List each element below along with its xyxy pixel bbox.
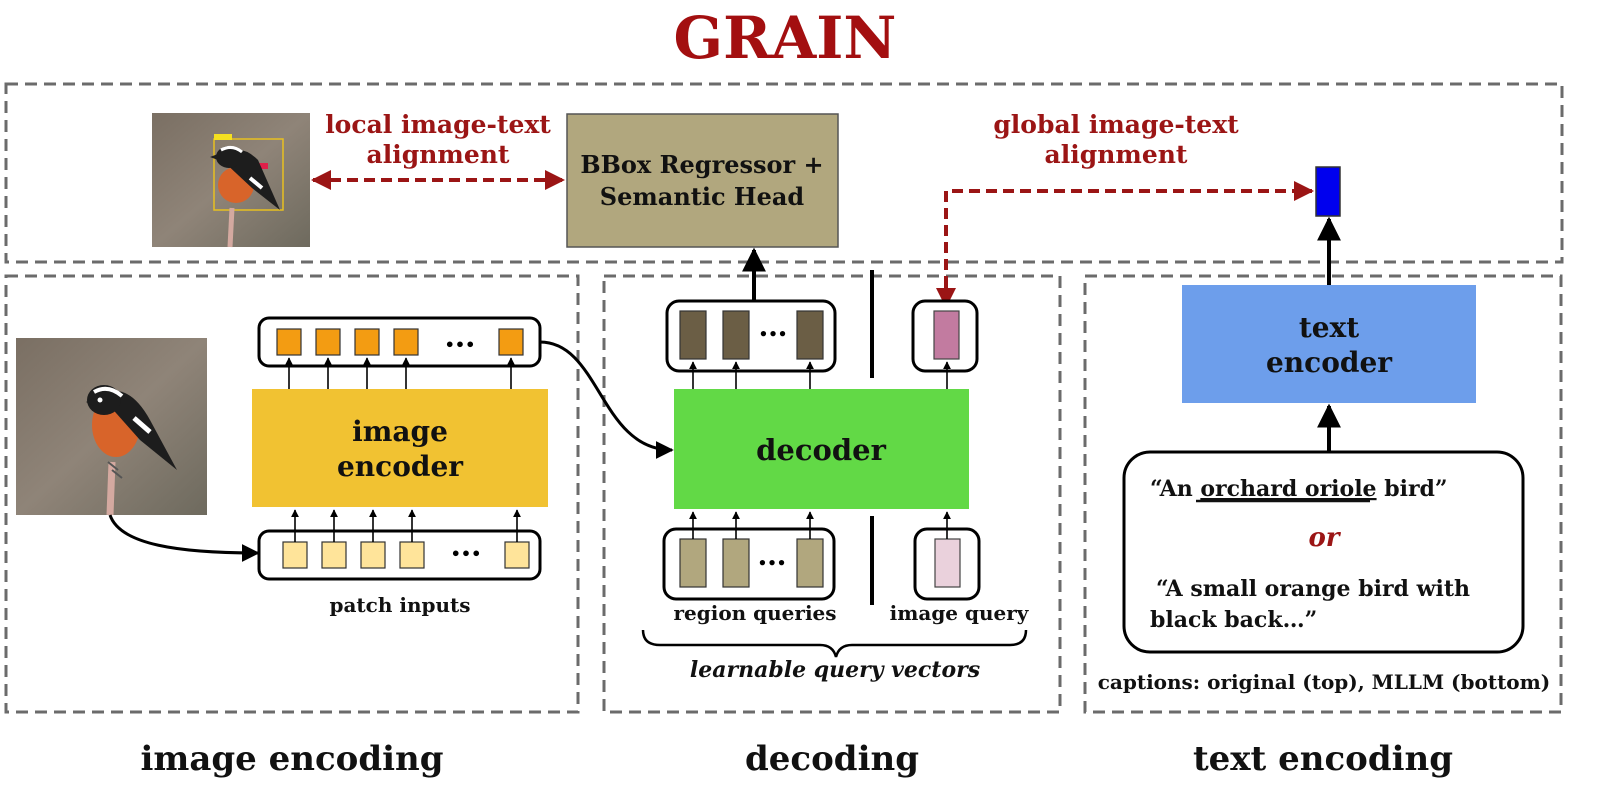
global-alignment-arrow-to-text [944,181,1314,304]
bbox-head-label-line2: Semantic Head [600,182,805,211]
bird-with-boxes-photo [152,113,310,248]
region-query-token [679,538,707,588]
decoding-box [602,274,1062,714]
region-output-token [679,310,707,360]
image-output-token [933,310,960,360]
image-encoding-box [4,274,580,714]
patch-input-token [399,541,425,569]
patch-input-ellipsis: ••• [451,544,482,563]
region-output-container [665,299,837,373]
patch-inputs-label: patch inputs [329,593,470,617]
patch-input-token [321,541,347,569]
patch-output-token [393,328,419,356]
patch-input-token [282,541,308,569]
diagram-title: GRAIN [674,4,897,72]
text-encoding-section-label: text encoding [1193,739,1453,779]
caption-original-prefix: “An [1150,476,1200,502]
image-encoding-section-label: image encoding [140,739,443,779]
image-query-token [934,538,961,588]
photo-to-patches-arrow [108,514,260,562]
global-alignment-label-line2: alignment [1045,140,1188,169]
bird-photo [16,338,207,516]
region-query-token [796,538,824,588]
image-encoder [252,389,548,507]
patch-output-token [315,328,341,356]
patch-input-token [504,541,530,569]
image-encoder-label-line2: encoder [337,450,464,483]
local-alignment-label-line2: alignment [367,140,510,169]
decoding-section-label: decoding [745,739,919,779]
text-encoder-label-line2: encoder [1266,346,1393,379]
patch-output-token [354,328,380,356]
caption-mllm: “A small orange bird with [1156,576,1470,602]
image-encoder-label: image [352,415,448,448]
caption-original: “An orchard oriole bird” [1150,476,1448,502]
patch-input-token [360,541,386,569]
bbox-semantic-head [566,113,839,248]
patch-output-token [276,328,302,356]
captions-note: captions: original (top), MLLM (bottom) [1098,670,1551,694]
caption-mllm-line2: black back…” [1150,607,1317,633]
bbox-head-label: BBox Regressor + [580,150,823,179]
patches-to-decoder-arrow [539,340,674,459]
region-output-token [796,310,824,360]
text-encoder [1182,285,1476,403]
text-encoding-box [1083,274,1563,714]
text-embedding-token [1315,166,1341,217]
decoder-label: decoder [756,433,886,467]
decoder [674,389,969,509]
top-alignment-box [4,82,1564,264]
local-alignment-label: local image-text [325,110,551,139]
caption-or: or [1308,523,1341,553]
caption-original-suffix: bird” [1377,476,1448,502]
region-query-ellipsis: ••• [758,554,787,572]
patch-output-ellipsis: ••• [445,335,476,354]
caption-original-class-name: orchard oriole [1200,476,1376,502]
image-query-label: image query [890,601,1030,625]
region-queries-label: region queries [673,601,836,625]
region-query-token [722,538,750,588]
global-alignment-label: global image-text [993,110,1239,139]
region-output-token [722,310,750,360]
learnable-query-label: learnable query vectors [690,657,980,683]
patch-output-token [498,328,524,356]
region-output-ellipsis: ••• [759,325,788,343]
learnable-query-brace [641,629,1028,658]
text-encoder-label: text [1299,311,1359,344]
